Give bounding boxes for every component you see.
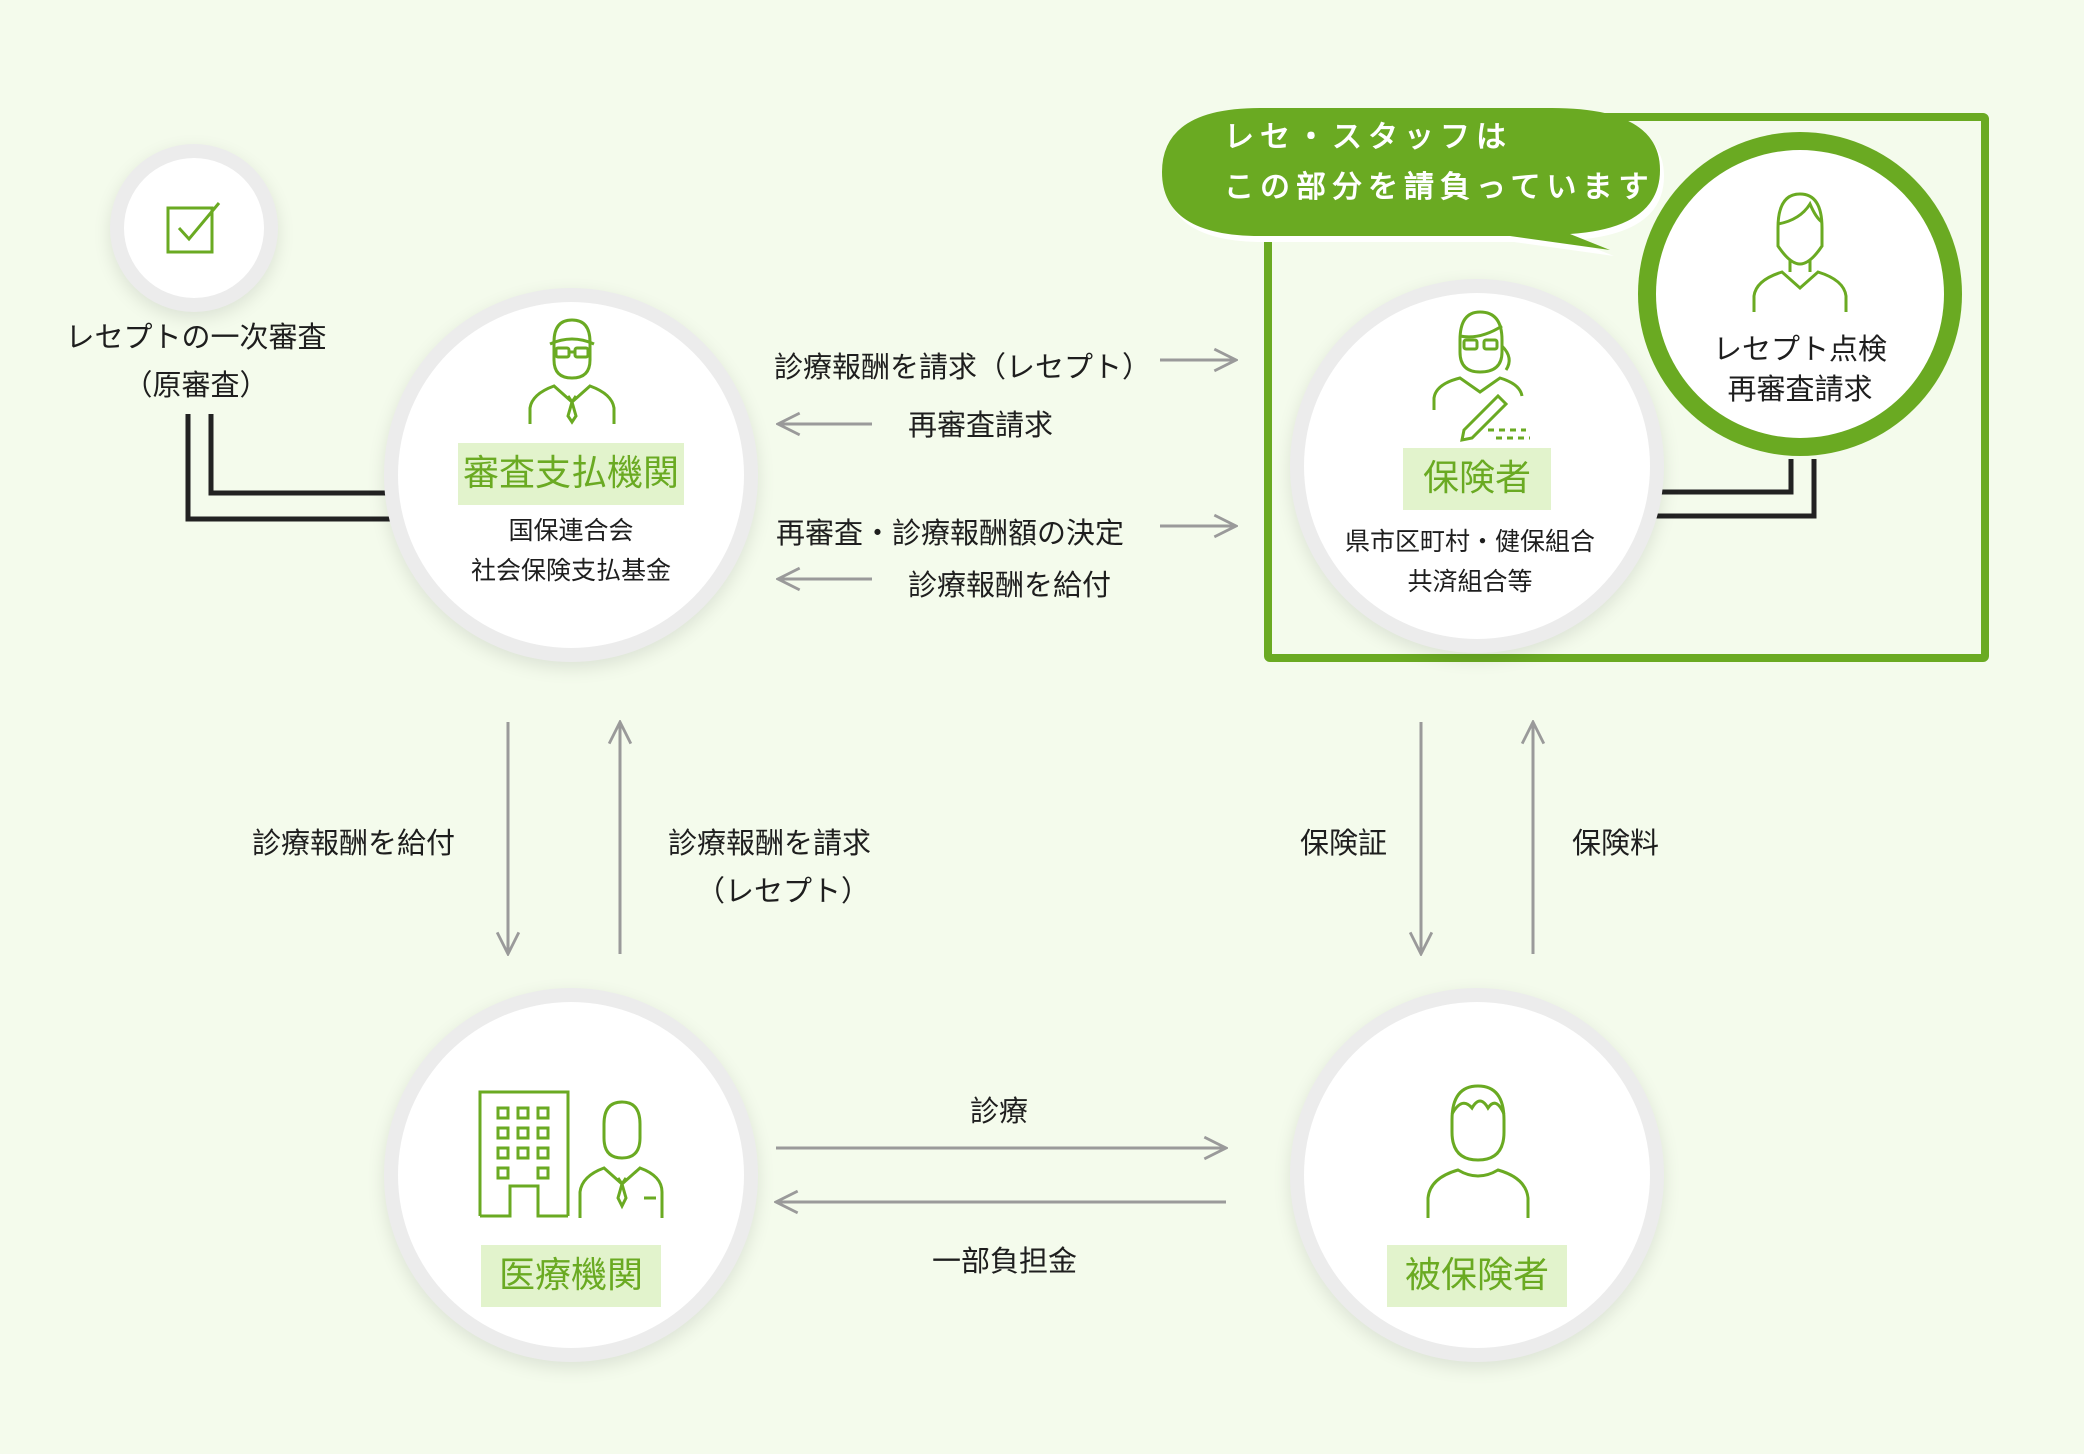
- arrow-bottom-1-label: 診療: [970, 1094, 1029, 1128]
- medical-title: 医療機関: [481, 1245, 661, 1307]
- primary-check-node: [124, 158, 264, 298]
- speech-bubble: [1162, 108, 1664, 256]
- staff-line-2: 再審査請求: [1727, 372, 1873, 406]
- arrow-left-up-label-2: （レセプト）: [696, 874, 871, 908]
- arrow-right-up-label: 保険料: [1572, 826, 1660, 860]
- review-org-sub-2: 社会保険支払基金: [470, 556, 672, 585]
- link-line-left-outer: [185, 414, 398, 522]
- bubble-line-2: この部分を請負っています: [1224, 170, 1655, 205]
- review-org-sub-1: 国保連合会: [508, 516, 634, 545]
- link-line-left-inner: [208, 414, 398, 496]
- checkbox-icon: [166, 202, 221, 254]
- insured-title: 被保険者: [1387, 1245, 1567, 1307]
- insurer-sub-2: 共済組合等: [1407, 567, 1533, 596]
- primary-check-line-1: レセプトの一次審査: [65, 320, 327, 354]
- hospital-doctor-icon: [478, 1090, 664, 1218]
- arrow-top-1-label: 診療報酬を請求（レセプト）: [774, 350, 1152, 384]
- contracted-area-frame: [1264, 113, 1989, 662]
- link-line-right-outer: [1650, 459, 1817, 519]
- link-line-right-inner: [1650, 459, 1794, 495]
- arrow-left-down-label: 診療報酬を給付: [252, 826, 456, 860]
- staff-node: [1656, 150, 1944, 438]
- primary-check-line-2: （原審査）: [123, 368, 269, 402]
- arrow-top-2-label: 再審査請求: [908, 408, 1054, 442]
- woman-icon: [1752, 192, 1848, 312]
- staff-line-1: レセプト点検: [1712, 332, 1888, 366]
- woman-writing-icon: [1432, 310, 1530, 442]
- arrow-left-up-label-1: 診療報酬を請求: [668, 826, 872, 860]
- insurer-sub-1: 県市区町村・健保組合: [1344, 527, 1596, 556]
- businessman-glasses-icon: [528, 318, 616, 425]
- arrow-top-3-label: 再審査・診療報酬額の決定: [776, 516, 1125, 550]
- bubble-line-1: レセ・スタッフは: [1224, 120, 1512, 155]
- arrow-bottom-2-label: 一部負担金: [932, 1244, 1078, 1278]
- review-org-title: 審査支払機関: [458, 443, 684, 505]
- arrow-right-down-label: 保険証: [1300, 826, 1388, 860]
- insurer-title: 保険者: [1403, 448, 1551, 510]
- person-icon: [1426, 1084, 1530, 1218]
- arrow-top-4-label: 診療報酬を給付: [908, 568, 1112, 602]
